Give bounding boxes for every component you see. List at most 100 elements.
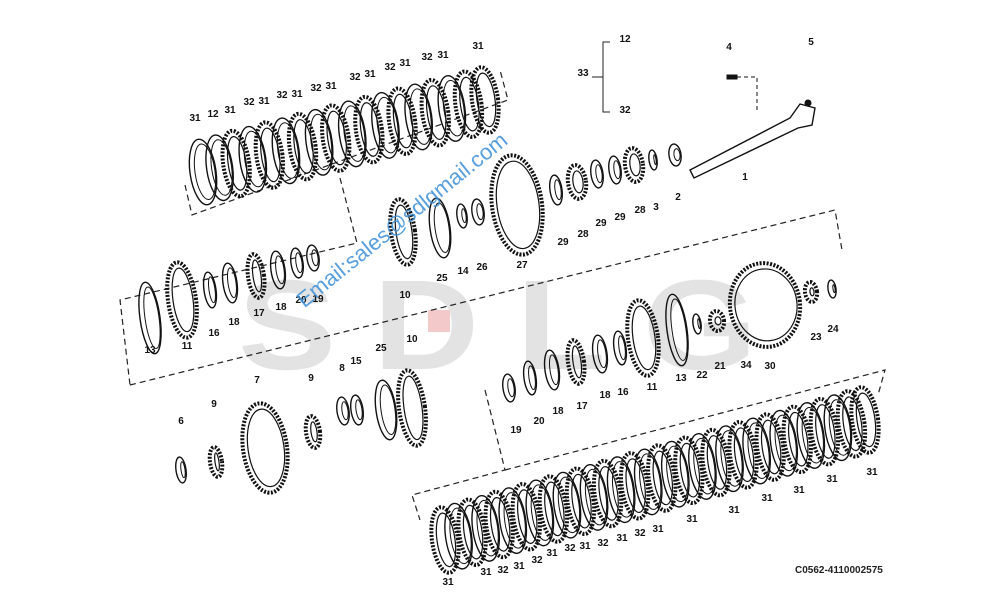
callout-label: 33 (577, 68, 589, 79)
needle-bearing (565, 163, 589, 201)
callout-label: 32 (276, 90, 288, 101)
callout-label: 14 (457, 266, 469, 277)
callout-label: 31 (325, 81, 337, 92)
piston-bore (631, 305, 657, 371)
friction-plate-bore (855, 392, 877, 448)
needle-bearing-teeth (245, 252, 267, 300)
friction-plate-bore (326, 110, 347, 166)
seal-ring-outer (269, 250, 287, 290)
steel-plate-outer (337, 100, 367, 168)
callout-label: 32 (531, 555, 543, 566)
seal-ring-outer (290, 247, 304, 279)
friction-plate-teeth (452, 69, 485, 139)
snap-ring-outer (665, 293, 689, 367)
steel-plate (188, 138, 218, 206)
callout-label: 31 (866, 467, 878, 478)
seal-ring (502, 373, 516, 403)
needle-bearing (245, 252, 267, 300)
washer (692, 313, 702, 335)
callout-label: 21 (714, 361, 726, 372)
callout-label: 12 (207, 109, 219, 120)
steel-plate-outer (188, 138, 218, 206)
washer (471, 198, 485, 226)
callout-label: 31 (189, 113, 201, 124)
gear-27-bore (495, 160, 541, 250)
steel-plate-outer (238, 125, 268, 193)
needle-bearing-bore (572, 170, 584, 194)
steel-plate-outer (444, 502, 473, 570)
seal-ring-outer (502, 373, 516, 403)
steel-plate (688, 433, 717, 500)
assembly-leader-lines (119, 69, 886, 521)
steel-plate-inner (666, 445, 689, 503)
steel-plate-outer (715, 425, 744, 493)
washer-inner (697, 318, 701, 330)
piston-bore (171, 267, 195, 333)
plate-bore (402, 375, 424, 441)
friction-plate (419, 77, 451, 148)
seal-ring (668, 143, 682, 167)
seal-ring-inner (554, 179, 562, 201)
friction-plate (286, 111, 319, 182)
seal-ring-outer (543, 349, 561, 391)
callout-label: 17 (253, 308, 265, 319)
callout-label: 15 (350, 356, 362, 367)
bearing-teeth (707, 309, 727, 333)
steel-plate (525, 479, 555, 547)
friction-plate (849, 385, 881, 455)
steel-plate-inner (210, 139, 233, 196)
steel-plate-outer (769, 409, 799, 477)
friction-plate-bore (679, 442, 701, 498)
callout-label: 18 (275, 302, 287, 313)
steel-plate-outer (437, 75, 467, 142)
friction-plate-bore (652, 450, 674, 506)
seal-ring-inner (832, 284, 836, 294)
seal-ring (543, 349, 561, 391)
seal-ring (827, 279, 837, 299)
steel-plate-inner (639, 453, 662, 510)
leader (737, 76, 758, 110)
callout-label: 28 (634, 205, 646, 216)
needle-bearing-teeth (565, 338, 587, 386)
seal-ring (608, 155, 622, 185)
friction-plate-bore (260, 127, 281, 183)
friction-plate (220, 128, 252, 199)
steel-plate (498, 487, 528, 555)
seal-ring-outer (306, 244, 320, 272)
steel-plate-outer (688, 433, 717, 500)
seal-ring-outer (591, 334, 609, 374)
callout-label: 2 (675, 192, 681, 203)
washer-inner (653, 154, 657, 166)
callout-label: 18 (228, 317, 240, 328)
callout-label: 13 (144, 345, 156, 356)
callout-label: 32 (564, 543, 576, 554)
seal-ring-inner (673, 148, 681, 162)
friction-plate (353, 94, 385, 165)
callout-label: 8 (339, 363, 345, 374)
callout-label: 26 (476, 262, 488, 273)
steel-plate (337, 100, 367, 168)
callout-label: 31 (546, 548, 558, 559)
seal-ring-outer (608, 155, 622, 185)
callout-label: 25 (436, 273, 448, 284)
plug-4 (726, 74, 738, 80)
friction-plate-bore (598, 466, 619, 521)
callout-label: 20 (533, 416, 545, 427)
gear-27-teeth (489, 153, 545, 257)
steel-plate-inner (193, 143, 217, 200)
steel-plate (796, 402, 826, 469)
friction-plate-bore (571, 473, 592, 529)
steel-plate-inner (584, 468, 608, 526)
steel-plate-inner (276, 122, 300, 179)
seal-ring (591, 334, 609, 374)
steel-plate-outer (742, 417, 771, 485)
nut-outer (336, 396, 350, 426)
friction-plate-teeth (849, 385, 881, 455)
seal-ring-inner (227, 267, 237, 299)
friction-plate-bore (226, 136, 248, 191)
washer-outer (692, 313, 702, 335)
callout-label: 31 (258, 96, 270, 107)
seal-ring-inner (595, 164, 603, 184)
seal-ring-outer (221, 262, 239, 304)
